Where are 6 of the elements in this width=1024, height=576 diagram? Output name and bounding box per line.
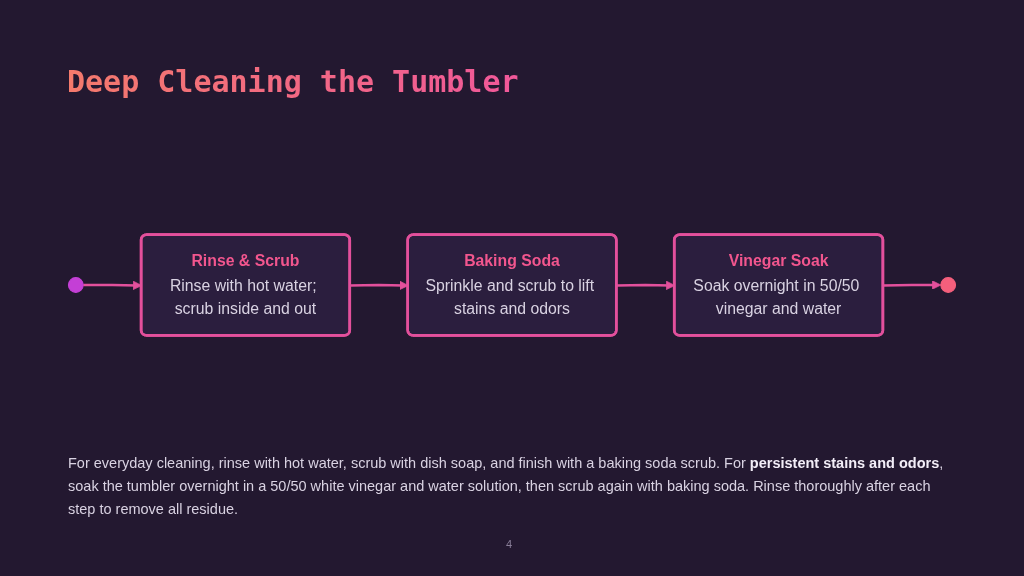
node-circle [940, 277, 957, 293]
page-number: 4 [506, 538, 513, 550]
description-paragraph: For everyday cleaning, rinse with hot water, scrub with dish soap, and finish with a baking soda scrub. For persistent stains and odors, soak the tumbler overnight in a 50/50 white vinegar and water solution, then scrub again with baking soda. Rinse thoroughly after each step to remove all residue. [68, 454, 945, 520]
node-circle [67, 277, 84, 293]
arrow [883, 280, 942, 290]
slide-title: Deep Cleaning the Tumbler [67, 64, 519, 99]
